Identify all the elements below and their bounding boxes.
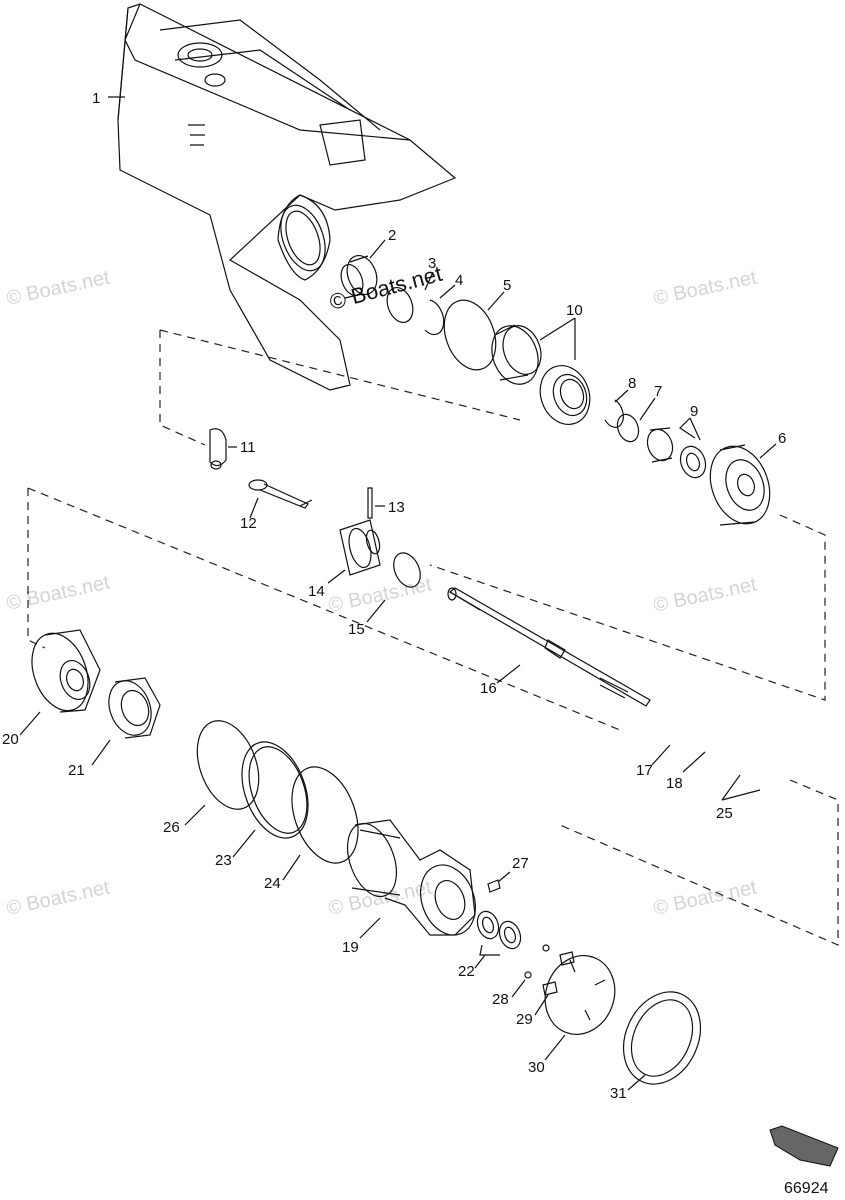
watermark: © Boats.net bbox=[326, 573, 434, 616]
part-label: 3 bbox=[428, 255, 436, 272]
gear-housing bbox=[117, 3, 457, 391]
part-label: 16 bbox=[480, 680, 497, 697]
part-15-cross-pin-ring bbox=[393, 552, 421, 588]
part-label: 19 bbox=[342, 939, 359, 956]
part-label: 21 bbox=[68, 762, 85, 779]
part-label: 24 bbox=[264, 875, 281, 892]
part-6-forward-gear bbox=[709, 444, 771, 526]
part-label: 12 bbox=[240, 515, 257, 532]
part-labels: 1 2 3 4 5 6 7 8 9 10 11 12 13 14 15 16 1… bbox=[2, 90, 786, 1102]
watermark: © Boats.net bbox=[651, 876, 759, 919]
part-10-bearing bbox=[491, 324, 591, 425]
part-label: 20 bbox=[2, 731, 19, 748]
part-label: 25 bbox=[716, 805, 733, 822]
part-16-propeller-shaft bbox=[447, 587, 651, 707]
part-label: 4 bbox=[455, 272, 463, 289]
part-label: 31 bbox=[610, 1085, 627, 1102]
watermark: © Boats.net bbox=[651, 266, 759, 309]
part-label: 1 bbox=[92, 90, 100, 107]
part-12-shift-shaft bbox=[248, 479, 313, 509]
gearcase-thumbnail-icon bbox=[769, 1125, 839, 1167]
part-24-o-ring bbox=[291, 766, 359, 864]
part-label: 22 bbox=[458, 963, 475, 980]
part-label: 11 bbox=[240, 439, 256, 456]
part-label: 30 bbox=[528, 1059, 545, 1076]
watermark-layer: © Boats.net © Boats.net © Boats.net © Bo… bbox=[4, 266, 759, 919]
part-label: 17 bbox=[636, 762, 653, 779]
watermark: © Boats.net bbox=[4, 266, 112, 309]
part-28-washer bbox=[524, 971, 532, 979]
part-3-shim bbox=[386, 286, 414, 324]
watermark: © Boats.net bbox=[4, 571, 112, 614]
leader-lines bbox=[19, 96, 777, 1091]
part-23-o-ring-inner bbox=[248, 746, 308, 834]
part-13-pin bbox=[367, 487, 373, 519]
part-label: 27 bbox=[512, 855, 529, 872]
watermark: © Boats.net bbox=[651, 573, 759, 616]
part-label: 6 bbox=[778, 430, 786, 447]
upper-assembly-outline bbox=[159, 329, 826, 701]
part-label: 28 bbox=[492, 991, 509, 1008]
part-8-retaining-ring bbox=[604, 399, 624, 428]
part-label: 8 bbox=[628, 375, 636, 392]
watermark: © Boats.net bbox=[4, 876, 112, 919]
part-21-thrust-bearing bbox=[108, 677, 161, 739]
part-27-stud bbox=[487, 879, 501, 893]
part-label: 9 bbox=[690, 403, 698, 420]
part-2-bearing-cup bbox=[340, 255, 378, 299]
part-label: 15 bbox=[348, 621, 365, 638]
part-14-clutch bbox=[339, 519, 381, 576]
part-29-screw bbox=[559, 951, 575, 966]
lower-assembly-outline bbox=[27, 487, 839, 946]
part-5-o-ring bbox=[443, 299, 497, 371]
part-label: 18 bbox=[666, 775, 683, 792]
part-28-washer bbox=[542, 944, 550, 952]
part-label: 7 bbox=[654, 383, 662, 400]
part-23-o-ring bbox=[241, 741, 309, 839]
part-label: 10 bbox=[566, 302, 583, 319]
part-19-bearing-carrier bbox=[346, 819, 476, 936]
part-label: 5 bbox=[503, 277, 511, 294]
part-29-screw bbox=[542, 981, 558, 996]
part-30-tab-washer bbox=[544, 955, 616, 1035]
part-label: 23 bbox=[215, 852, 232, 869]
figure-number: 66924 bbox=[784, 1180, 829, 1197]
part-11-detent bbox=[209, 428, 227, 470]
assembly-outlines bbox=[27, 329, 839, 946]
part-label: 29 bbox=[516, 1011, 533, 1028]
part-label: 13 bbox=[388, 499, 405, 516]
part-22-seals bbox=[476, 910, 522, 956]
part-label: 26 bbox=[163, 819, 180, 836]
watermark: © Boats.net bbox=[326, 876, 434, 919]
part-26-o-ring bbox=[196, 720, 260, 810]
part-label: 14 bbox=[308, 583, 325, 600]
part-20-reverse-gear bbox=[31, 629, 101, 713]
part-9-bearing bbox=[646, 427, 707, 479]
part-7-washer bbox=[616, 413, 640, 443]
part-label: 2 bbox=[388, 227, 396, 244]
part-31-retainer-nut bbox=[622, 991, 702, 1085]
watermark-main: © Boats.net bbox=[327, 261, 445, 315]
part-4-retaining-ring bbox=[424, 299, 445, 336]
